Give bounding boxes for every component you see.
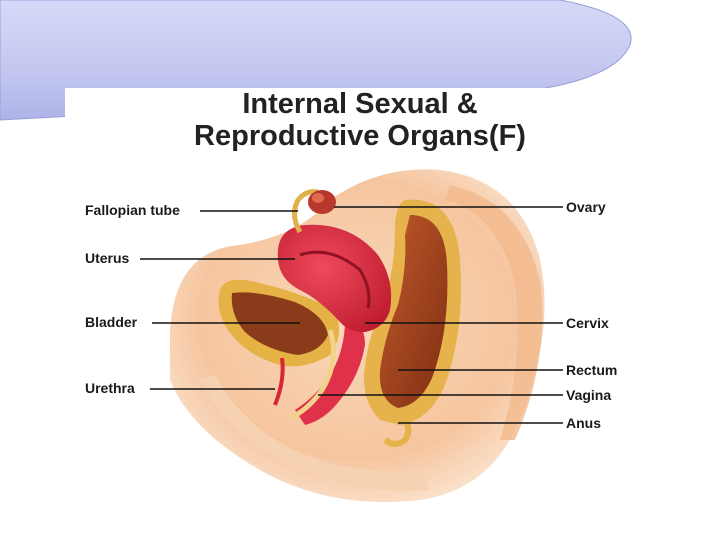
- back-tissue: [445, 185, 543, 440]
- fallopian-tube-organ: [292, 189, 319, 234]
- title-line-1: Internal Sexual &: [242, 88, 478, 120]
- ovary-organ: [308, 190, 336, 214]
- label-vagina: Vagina: [566, 387, 612, 403]
- urethra-tube: [273, 357, 285, 406]
- ovary-highlight: [312, 193, 324, 203]
- label-uterus: Uterus: [85, 250, 130, 266]
- uterus-organ: [277, 224, 392, 333]
- lower-tissue: [200, 375, 430, 491]
- label-rectum: Rectum: [566, 362, 618, 378]
- label-cervix: Cervix: [566, 315, 609, 331]
- uterus-cavity: [299, 250, 371, 309]
- title-line-2: Reproductive Organs(F): [194, 120, 526, 152]
- label-fallopian-tube: Fallopian tube: [85, 202, 180, 218]
- label-anus: Anus: [566, 415, 601, 431]
- label-urethra: Urethra: [85, 380, 135, 396]
- anus-organ: [383, 407, 412, 447]
- label-bladder: Bladder: [85, 314, 138, 330]
- label-ovary: Ovary: [566, 199, 606, 215]
- leader-lines: [140, 206, 563, 424]
- page-title: Internal Sexual & Reproductive Organs(F): [0, 88, 720, 152]
- vagina-wall: [288, 329, 337, 421]
- rectum-inner: [379, 215, 448, 408]
